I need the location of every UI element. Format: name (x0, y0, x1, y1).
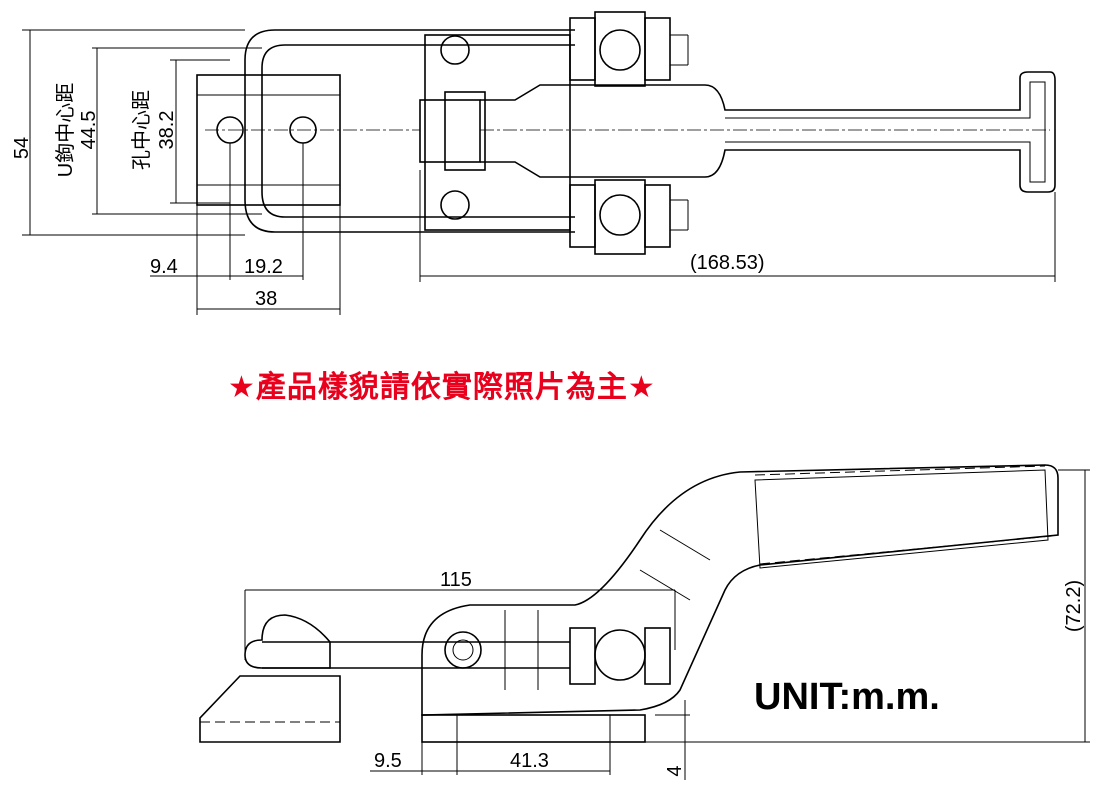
base (421, 714, 646, 743)
handle (480, 71, 1056, 193)
label-hole-center: 孔中心距 (130, 90, 153, 170)
dim-72-2: (72.2) (1063, 580, 1085, 632)
label-u-hook-center: U鉤中心距 (54, 83, 77, 177)
top-dimensions (22, 29, 1056, 315)
handle-grip (754, 469, 1049, 569)
clamp-arm (421, 464, 1059, 716)
base-plate (196, 74, 341, 206)
dim-54: 54 (11, 137, 33, 159)
pivot (444, 631, 482, 669)
unit-label: UNIT:m.m. (754, 676, 940, 718)
side-view: 115 (72.2) 9.5 41.3 4 (199, 464, 1090, 780)
u-hook (244, 29, 575, 233)
clamp-body (424, 34, 571, 231)
hex-nuts (569, 11, 689, 255)
dim-38-2: 38.2 (156, 111, 178, 150)
disclaimer-note: ★產品樣貌請依實際照片為主★ (228, 370, 656, 405)
dim-4: 4 (664, 765, 686, 776)
dim-41-3: 41.3 (510, 750, 549, 772)
dim-19-2: 19.2 (244, 256, 283, 278)
top-view: 54 U鉤中心距 44.5 孔中心距 38.2 9.4 19.2 38 (168… (11, 11, 1056, 315)
dim-9-5: 9.5 (374, 750, 402, 772)
dim-168-53: (168.53) (690, 252, 765, 274)
dim-115: 115 (440, 569, 472, 591)
dim-38: 38 (255, 288, 277, 310)
dim-9-4: 9.4 (150, 256, 178, 278)
catch-plate (199, 675, 341, 743)
dim-44-5: 44.5 (78, 111, 100, 150)
